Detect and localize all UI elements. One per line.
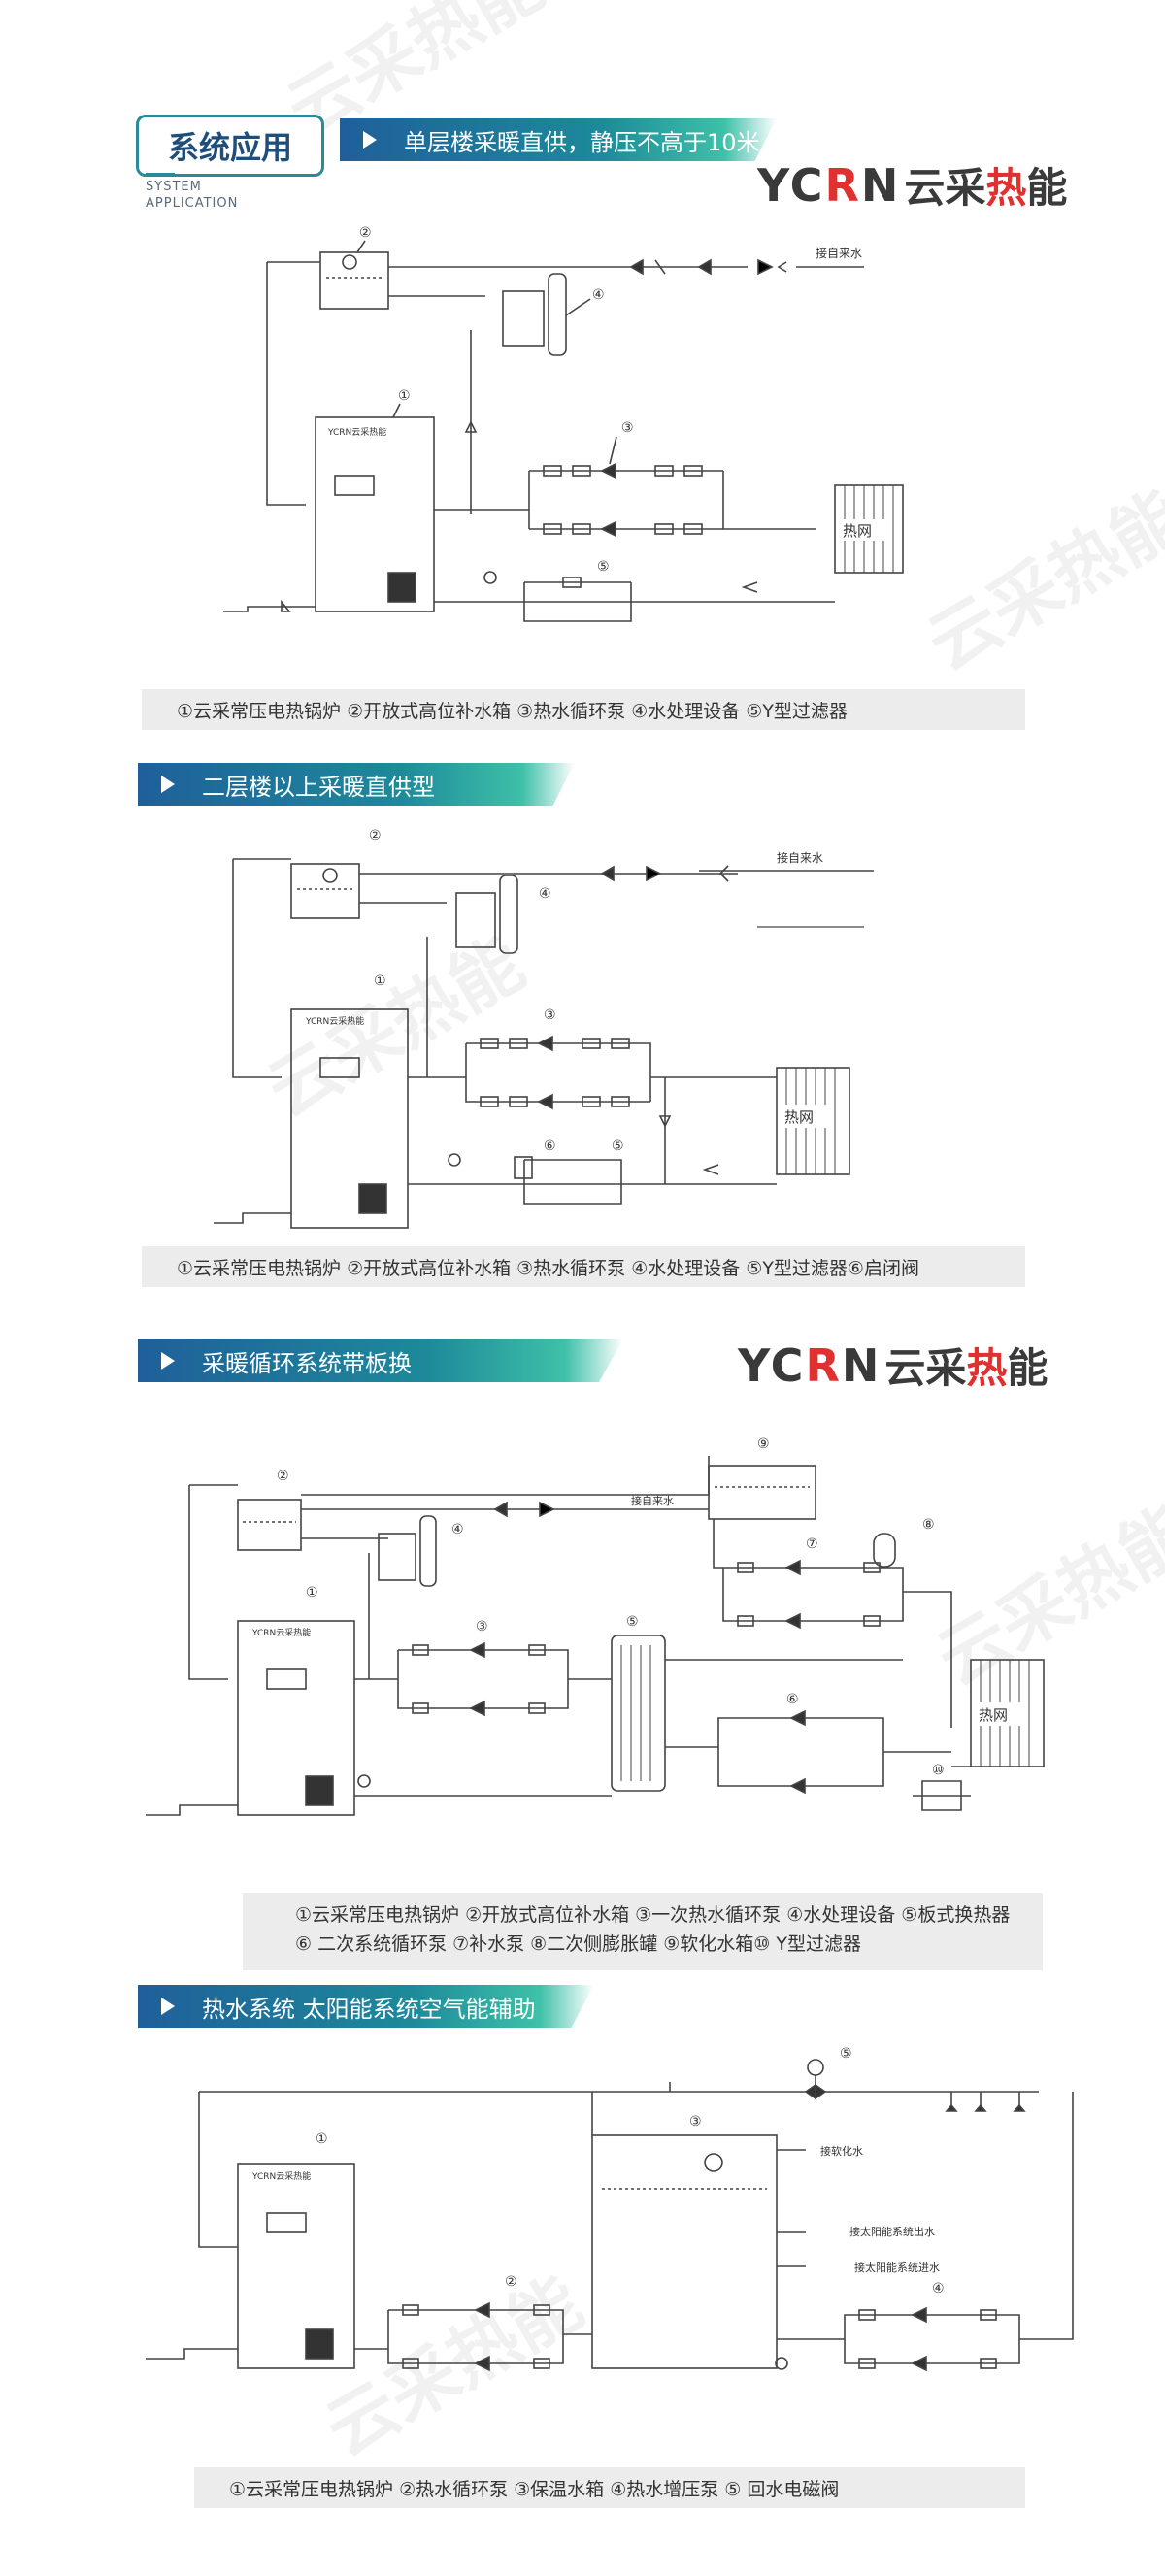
svg-text:④: ④ xyxy=(451,1522,464,1537)
svg-text:①: ① xyxy=(374,974,386,989)
water-inlet-label: 接自来水 xyxy=(816,246,862,260)
brand-logo: YCRN 云采热能 xyxy=(757,158,1068,213)
svg-text:⑤: ⑤ xyxy=(840,2046,852,2062)
svg-text:④: ④ xyxy=(932,2281,945,2296)
section-title: 热水系统 太阳能系统空气能辅助 xyxy=(202,1995,536,2023)
svg-text:③: ③ xyxy=(689,2114,702,2130)
svg-text:⑥: ⑥ xyxy=(786,1692,799,1707)
heat-net xyxy=(834,484,904,574)
water-tank xyxy=(319,251,389,310)
svg-text:⑥: ⑥ xyxy=(544,1139,556,1154)
section-title: 单层楼采暖直供，静压不高于10米 xyxy=(404,128,760,156)
play-triangle-icon xyxy=(161,1998,175,2015)
brand-logo: YCRN 云采热能 xyxy=(738,1338,1048,1393)
play-triangle-icon xyxy=(363,131,377,149)
heat-net-label: 热网 xyxy=(979,1706,1008,1724)
svg-text:④: ④ xyxy=(539,886,551,902)
section-banner-3: 采暖循环系统带板换 xyxy=(138,1339,623,1382)
svg-text:⑩: ⑩ xyxy=(932,1763,945,1778)
svg-text:①: ① xyxy=(398,388,411,404)
svg-text:⑨: ⑨ xyxy=(757,1437,770,1452)
section-banner-4: 热水系统 太阳能系统空气能辅助 xyxy=(138,1985,594,2028)
section-banner-1: 单层楼采暖直供，静压不高于10米 xyxy=(340,118,777,161)
diagram-3: ② ④ 接自来水 ⑨ ⑦ ⑧ YCRN云采热能 ① ③ ⑤ ⑥ 热网 xyxy=(146,1437,1045,1816)
solar-in-label: 接太阳能系统进水 xyxy=(854,2261,940,2274)
section-banner-2: 二层楼以上采暖直供型 xyxy=(138,763,575,806)
svg-text:⑤: ⑤ xyxy=(612,1139,624,1154)
watermark: 云采热能 xyxy=(914,475,1165,686)
caption-line: ⑥ 二次系统循环泵 ⑦补水泵 ⑧二次侧膨胀罐 ⑨软化水箱⑩ Y型过滤器 xyxy=(295,1933,861,1955)
svg-text:②: ② xyxy=(277,1469,289,1484)
svg-text:③: ③ xyxy=(621,420,634,436)
soft-water-label: 接软化水 xyxy=(820,2144,863,2158)
diagram-2: ② ④ 接自来水 YCRN云采热能 ① ③ 热网 ⑥ ⑤ xyxy=(214,828,874,1229)
boiler-brand: YCRN云采热能 xyxy=(327,426,386,438)
storage-tank xyxy=(591,2134,778,2369)
svg-text:⑧: ⑧ xyxy=(922,1517,935,1533)
caption-2: ①云采常压电热锅炉 ②开放式高位补水箱 ③热水循环泵 ④水处理设备 ⑤Y型过滤器… xyxy=(142,1246,1025,1287)
play-triangle-icon xyxy=(161,776,175,793)
heat-net-label: 热网 xyxy=(784,1108,814,1126)
diagram-4: ⑤ ③ 接软化水 接太阳能系统出水 接太阳能系统进水 YCRN云采热能 ① ② … xyxy=(146,2046,1074,2372)
svg-text:③: ③ xyxy=(476,1619,488,1635)
heat-net-label: 热网 xyxy=(843,522,872,540)
svg-text:②: ② xyxy=(505,2274,517,2290)
water-inlet-label: 接自来水 xyxy=(631,1495,674,1507)
svg-text:③: ③ xyxy=(544,1007,556,1023)
badge-underline xyxy=(146,173,175,175)
section-title: 采暖循环系统带板换 xyxy=(202,1349,412,1377)
svg-text:②: ② xyxy=(359,225,372,241)
svg-text:⑦: ⑦ xyxy=(806,1536,818,1552)
boiler-brand: YCRN云采热能 xyxy=(251,2170,311,2182)
section-title: 二层楼以上采暖直供型 xyxy=(202,773,435,801)
caption-3: ①云采常压电热锅炉 ②开放式高位补水箱 ③一次热水循环泵 ④水处理设备 ⑤板式换… xyxy=(243,1893,1043,1970)
badge-subtitle: SYSTEM APPLICATION xyxy=(146,179,238,212)
boiler xyxy=(315,416,435,612)
caption-4: ①云采常压电热锅炉 ②热水循环泵 ③保温水箱 ④热水增压泵 ⑤ 回水电磁阀 xyxy=(194,2467,1025,2508)
water-inlet-label: 接自来水 xyxy=(777,850,823,865)
play-triangle-icon xyxy=(161,1352,175,1370)
caption-line: ①云采常压电热锅炉 ②开放式高位补水箱 ③一次热水循环泵 ④水处理设备 ⑤板式换… xyxy=(295,1904,1011,1926)
section-badge: 系统应用 xyxy=(136,115,324,177)
svg-text:①: ① xyxy=(316,2131,328,2147)
svg-text:①: ① xyxy=(306,1585,318,1601)
diagram-1: ② ④ 接自来水 YCRN云采热能 ① ③ 热网 ⑤ xyxy=(223,225,904,622)
svg-text:②: ② xyxy=(369,828,382,843)
boiler-brand: YCRN云采热能 xyxy=(251,1627,311,1638)
boiler-brand: YCRN云采热能 xyxy=(305,1015,364,1027)
subtitle-line2: APPLICATION xyxy=(146,196,239,211)
svg-text:⑤: ⑤ xyxy=(597,559,610,575)
caption-1: ①云采常压电热锅炉 ②开放式高位补水箱 ③热水循环泵 ④水处理设备 ⑤Y型过滤器 xyxy=(142,689,1025,730)
svg-text:④: ④ xyxy=(592,287,605,303)
subtitle-line1: SYSTEM xyxy=(146,180,202,194)
solar-out-label: 接太阳能系统出水 xyxy=(849,2225,935,2238)
svg-text:⑤: ⑤ xyxy=(626,1614,639,1630)
